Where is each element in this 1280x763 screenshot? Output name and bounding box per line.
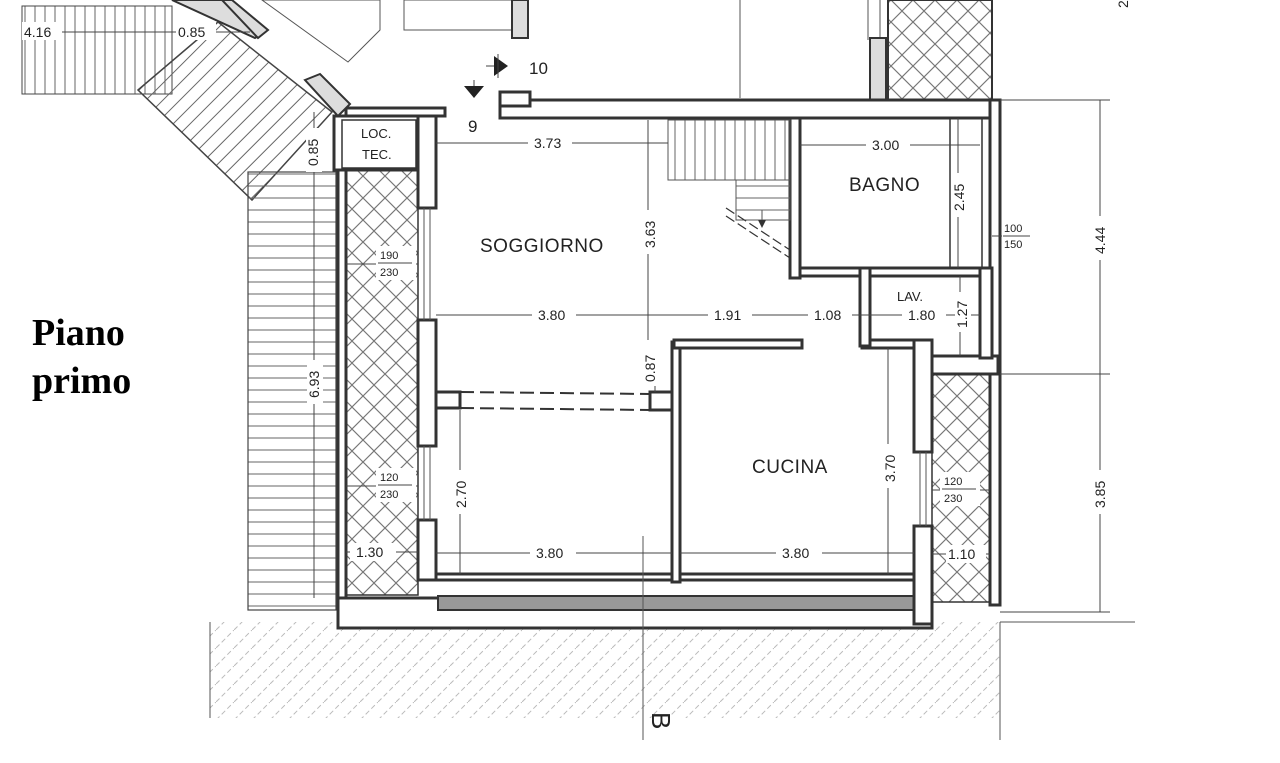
svg-text:120: 120 bbox=[944, 476, 962, 488]
room-cucina: CUCINA bbox=[752, 457, 828, 478]
marker-10: 10 bbox=[529, 59, 548, 78]
dim-385: 3.85 bbox=[1092, 481, 1108, 508]
dim-130: 1.30 bbox=[356, 544, 383, 560]
svg-text:150: 150 bbox=[1004, 239, 1022, 251]
room-loc-line1: LOC. bbox=[361, 126, 391, 141]
dim-085-top: 0.85 bbox=[178, 24, 205, 40]
stair-diagonal bbox=[136, 21, 334, 202]
svg-text:230: 230 bbox=[380, 489, 398, 501]
dim-416: 4.16 bbox=[24, 24, 51, 40]
room-lav: LAV. bbox=[897, 289, 923, 304]
dim-300: 3.00 bbox=[872, 137, 899, 153]
room-bagno: BAGNO bbox=[849, 175, 920, 196]
dim-127: 1.27 bbox=[954, 301, 970, 328]
stair-top bbox=[21, 5, 173, 95]
dim-380-bottom-right: 3.80 bbox=[782, 545, 809, 561]
window-label-left-bottom: 120 230 bbox=[376, 468, 416, 502]
window-label-right: 120 230 bbox=[940, 472, 980, 506]
dim-363: 3.63 bbox=[642, 221, 658, 248]
dim-110: 1.10 bbox=[948, 546, 975, 562]
svg-text:100: 100 bbox=[1004, 223, 1022, 235]
svg-text:230: 230 bbox=[380, 267, 398, 279]
room-soggiorno: SOGGIORNO bbox=[480, 236, 604, 257]
svg-text:190: 190 bbox=[380, 250, 398, 262]
internal-staircase bbox=[667, 119, 791, 259]
dim-087: 0.87 bbox=[642, 355, 658, 382]
dim-380-bottom-left: 3.80 bbox=[536, 545, 563, 561]
terrace-left bbox=[343, 169, 419, 596]
dim-693: 6.93 bbox=[306, 371, 322, 398]
dim-370: 3.70 bbox=[882, 455, 898, 482]
svg-text:230: 230 bbox=[944, 493, 962, 505]
dim-270: 2.70 bbox=[453, 481, 469, 508]
dim-444: 4.44 bbox=[1092, 227, 1108, 254]
plan-title-line2: primo bbox=[32, 360, 131, 402]
room-loc-line2: TEC. bbox=[362, 147, 392, 162]
svg-text:120: 120 bbox=[380, 472, 398, 484]
terrace-top-right bbox=[887, 0, 993, 101]
marker-9: 9 bbox=[468, 117, 477, 136]
window-label-left-top: 190 230 bbox=[376, 246, 416, 280]
dim-191: 1.91 bbox=[714, 307, 741, 323]
dim-108: 1.08 bbox=[814, 307, 841, 323]
window-label-bagno: 100 150 bbox=[1002, 220, 1032, 252]
dim-380-mid: 3.80 bbox=[538, 307, 565, 323]
corner-marker: 2 bbox=[1115, 0, 1131, 8]
dim-373: 3.73 bbox=[534, 135, 561, 151]
dim-180: 1.80 bbox=[908, 307, 935, 323]
terrain-hatch bbox=[210, 622, 1000, 718]
dim-085-vertical: 0.85 bbox=[305, 139, 321, 166]
wall-post bbox=[511, 0, 529, 39]
plan-title-line1: Piano bbox=[32, 312, 125, 354]
section-marker-b: B bbox=[646, 712, 676, 729]
dim-245: 2.45 bbox=[951, 184, 967, 211]
